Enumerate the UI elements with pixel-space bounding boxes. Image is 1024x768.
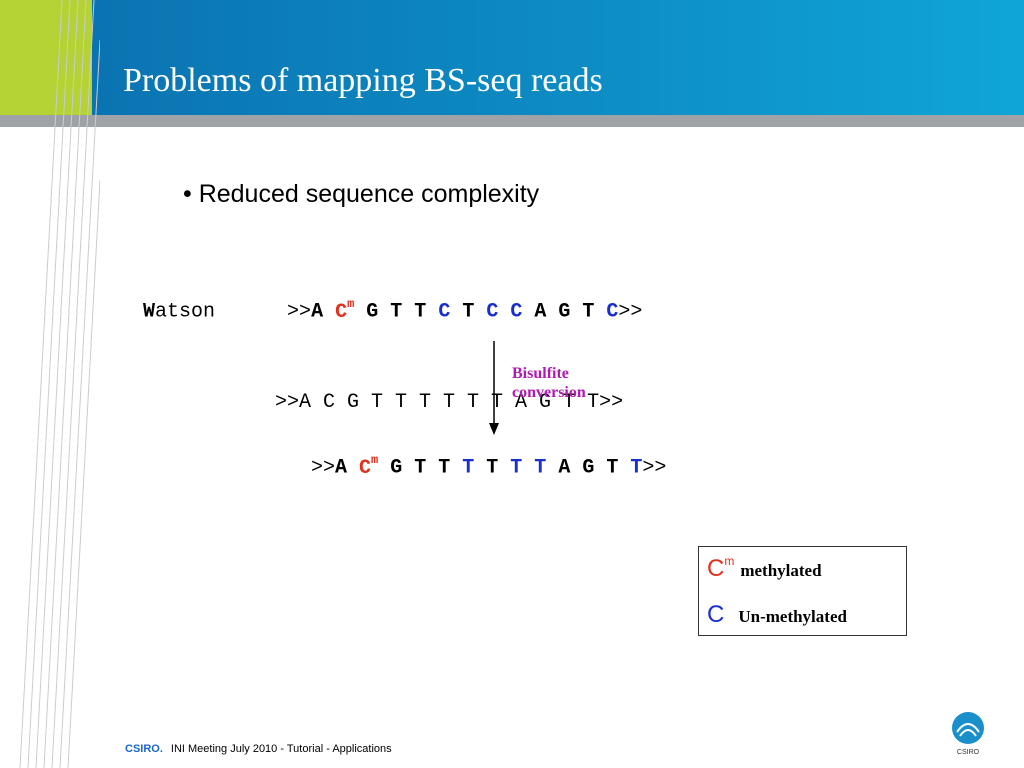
result-sequence: >>A Cm G T T T T T T A G T T>> [311, 453, 667, 480]
watson-label-rest: atson [155, 300, 216, 324]
annotation-line-1: Bisulfite [512, 365, 569, 382]
legend-unmethylated-label: Un-methylated [738, 607, 847, 626]
converted-body: A C G T T T T T T A G T T [299, 391, 600, 414]
header-underline [0, 115, 1024, 127]
footer-text: INI Meeting July 2010 - Tutorial - Appli… [170, 743, 392, 755]
svg-text:CSIRO: CSIRO [957, 749, 980, 756]
watson-open: >> [287, 300, 312, 324]
converted-close: >> [599, 391, 624, 414]
legend-c-unmethylated: C [707, 601, 725, 628]
annotation-line-2: conversion [512, 384, 586, 401]
page-title: Problems of mapping BS-seq reads [123, 62, 603, 99]
converted-open: >> [275, 391, 300, 414]
bisulfite-annotation: Bisulfite conversion [512, 364, 586, 402]
watson-label-initial: W [143, 300, 156, 324]
csiro-logo-icon: CSIRO [952, 712, 984, 756]
converted-sequence: >>A C G T T T T T T A G T T>> [275, 391, 623, 414]
header-accent-bar [0, 0, 92, 115]
legend-row-methylated: Cm methylated [707, 554, 822, 583]
legend-c-methylated: Cm [707, 554, 735, 582]
watson-methyl-mark: m [347, 297, 355, 311]
watson-sequence: Watson >>A Cm G T T C T C C A G T C>> [143, 297, 643, 324]
legend-box: Cm methylated C Un-methylated [698, 546, 907, 636]
legend-methylated-label: methylated [740, 561, 822, 580]
legend-row-unmethylated: C Un-methylated [707, 601, 847, 629]
conversion-arrow [489, 341, 499, 435]
result-methyl-mark: m [371, 453, 379, 467]
result-open: >> [311, 456, 336, 480]
result-close: >> [642, 456, 667, 480]
watson-close: >> [618, 300, 643, 324]
bullet-point: • Reduced sequence complexity [183, 180, 540, 208]
slide-header [0, 0, 1024, 115]
footer: CSIRO. INI Meeting July 2010 - Tutorial -… [125, 743, 392, 755]
footer-brand: CSIRO. [125, 743, 163, 755]
